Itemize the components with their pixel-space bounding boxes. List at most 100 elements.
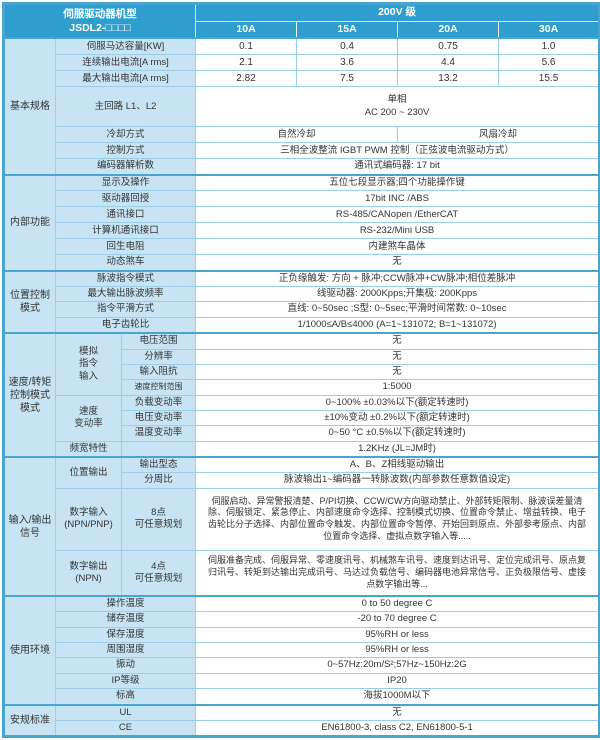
voltage-range-value: 无 xyxy=(195,332,600,350)
digital-output-functions: 伺服准备完成、伺服异常、零速度讯号、机械煞车讯号、速度到达讯号、定位完成讯号、原… xyxy=(195,549,600,597)
label-drive-feedback: 驱动器回授 xyxy=(54,190,197,208)
motor-capacity-10a: 0.1 xyxy=(195,37,298,56)
ambient-humidity-value: 95%RH or less xyxy=(195,642,600,659)
label-storage-temp: 储存温度 xyxy=(54,611,197,628)
storage-humidity-value: 95%RH or less xyxy=(195,626,600,644)
cont-current-15a: 3.6 xyxy=(296,54,399,72)
label-smoothing: 指令平滑方式 xyxy=(54,301,197,318)
digital-input-group: 数字输入 (NPN/PNP) xyxy=(55,487,122,551)
label-gear-ratio: 电子齿轮比 xyxy=(54,316,197,334)
cooling-natural-value: 自然冷却 xyxy=(195,126,399,144)
drive-feedback-value: 17bit INC /ABS xyxy=(195,190,600,208)
label-resolution: 分辨率 xyxy=(120,348,197,365)
temp-variation-value: 0~50 °C ±0.5%以下(额定转速时) xyxy=(195,425,600,442)
label-display-operation: 显示及操作 xyxy=(54,173,197,192)
label-storage-humidity: 保存湿度 xyxy=(54,626,197,644)
cooling-fan-value: 风扇冷却 xyxy=(397,126,600,144)
motor-capacity-20a: 0.75 xyxy=(397,37,500,56)
label-operating-temp: 操作温度 xyxy=(54,595,197,613)
label-max-pulse-freq: 最大输出脉波频率 xyxy=(54,286,197,303)
digital-input-points: 8点 可任意规划 xyxy=(120,487,197,551)
model-column-30a: 30A xyxy=(498,20,600,39)
label-main-circuit: 主回路 L1、L2 xyxy=(54,86,197,128)
label-motor-capacity: 伺服马达容量[KW] xyxy=(54,37,197,56)
section-title-speed-torque: 速度/转矩 控制模式 模式 xyxy=(3,332,56,458)
label-load-variation: 负载变动率 xyxy=(120,394,197,411)
label-encoder-resolution: 编码器解析数 xyxy=(54,158,197,176)
label-ul: UL xyxy=(54,703,197,721)
dynamic-brake-value: 无 xyxy=(195,254,600,272)
main-circuit-value: 单相 AC 200 ~ 230V xyxy=(195,86,600,128)
label-pc-interface: 计算机通讯接口 xyxy=(54,222,197,240)
pulse-command-mode-value: 正负缘触发: 方向 + 脉冲;CCW脉冲+CW脉冲;相位差脉冲 xyxy=(195,269,600,288)
analog-input-group: 模拟 指令 输入 xyxy=(55,332,122,396)
output-type-value: A、B、Z相线驱动输出 xyxy=(195,455,600,474)
gear-ratio-value: 1/1000≤A/B≤4000 (A=1~131072; B=1~131072) xyxy=(195,316,600,334)
label-ambient-humidity: 周围湿度 xyxy=(54,642,197,659)
label-bandwidth: 频宽特性 xyxy=(55,440,122,458)
section-title-io: 输入/输出 信号 xyxy=(3,455,56,597)
label-speed-control-range: 速度控制范围 xyxy=(120,379,197,396)
max-current-15a: 7.5 xyxy=(296,70,399,88)
digital-output-points: 4点 可任意规划 xyxy=(120,549,197,597)
smoothing-value: 直线: 0~50sec ;S型: 0~5sec;平滑时间常数: 0~10sec xyxy=(195,301,600,318)
section-title-position: 位置控制 模式 xyxy=(3,269,56,334)
model-column-15a: 15A xyxy=(296,20,399,39)
label-vibration: 振动 xyxy=(54,657,197,674)
label-output-type: 输出型态 xyxy=(120,455,197,474)
ip-rating-value: IP20 xyxy=(195,672,600,690)
label-max-current: 最大输出电流[A rms] xyxy=(54,70,197,88)
label-regen-resistor: 回生电阻 xyxy=(54,238,197,256)
max-current-30a: 15.5 xyxy=(498,70,600,88)
cont-current-30a: 5.6 xyxy=(498,54,600,72)
ul-value: 无 xyxy=(195,703,600,721)
division-ratio-value: 脉波输出1~编码器一转脉波数(内部参数任意数值设定) xyxy=(195,472,600,489)
label-dynamic-brake: 动态煞车 xyxy=(54,254,197,272)
bandwidth-sub-empty xyxy=(120,440,197,458)
encoder-resolution-value: 通讯式编码器: 17 bit xyxy=(195,158,600,176)
label-altitude: 标高 xyxy=(54,688,197,705)
section-title-safety: 安规标准 xyxy=(3,703,56,738)
control-method-value: 三相全波整流 IGBT PWM 控制（正弦波电流驱动方式） xyxy=(195,142,600,160)
vibration-value: 0~57Hz:20m/S²;57Hz~150Hz:2G xyxy=(195,657,600,674)
label-ce: CE xyxy=(54,719,197,738)
model-column-20a: 20A xyxy=(397,20,500,39)
motor-capacity-30a: 1.0 xyxy=(498,37,600,56)
label-pulse-command-mode: 脉波指令模式 xyxy=(54,269,197,288)
label-voltage-range: 电压范围 xyxy=(120,332,197,350)
input-impedance-value: 无 xyxy=(195,363,600,381)
storage-temp-value: -20 to 70 degree C xyxy=(195,611,600,628)
section-title-basic: 基本规格 xyxy=(3,37,56,176)
motor-capacity-15a: 0.4 xyxy=(296,37,399,56)
ce-value: EN61800-3, class C2, EN61800-5-1 xyxy=(195,719,600,738)
label-cooling: 冷却方式 xyxy=(54,126,197,144)
model-code: JSDL2-□□□□ xyxy=(69,22,131,35)
resolution-value: 无 xyxy=(195,348,600,365)
label-control-method: 控制方式 xyxy=(54,142,197,160)
label-temp-variation: 温度变动率 xyxy=(120,425,197,442)
max-current-10a: 2.82 xyxy=(195,70,298,88)
label-comm-interface: 通讯接口 xyxy=(54,206,197,224)
label-input-impedance: 输入阻抗 xyxy=(120,363,197,381)
section-title-internal: 内部功能 xyxy=(3,173,56,272)
speed-variation-group: 速度 变动率 xyxy=(55,394,122,442)
label-cont-current: 连续输出电流[A rms] xyxy=(54,54,197,72)
display-operation-value: 五位七段显示器;四个功能操作键 xyxy=(195,173,600,192)
cont-current-10a: 2.1 xyxy=(195,54,298,72)
cont-current-20a: 4.4 xyxy=(397,54,500,72)
voltage-variation-value: ±10%变动 ±0.2%以下(额定转速时) xyxy=(195,409,600,427)
operating-temp-value: 0 to 50 degree C xyxy=(195,595,600,613)
comm-interface-value: RS-485/CANopen /EtherCAT xyxy=(195,206,600,224)
voltage-class-header: 200V 级 xyxy=(195,3,600,22)
bandwidth-value: 1.2KHz (JL=JM时) xyxy=(195,440,600,458)
label-division-ratio: 分周比 xyxy=(120,472,197,489)
model-header-cell: 伺服驱动器机型 JSDL2-□□□□ xyxy=(2,3,197,39)
model-column-10a: 10A xyxy=(195,20,298,39)
position-output-group: 位置输出 xyxy=(55,455,122,489)
regen-resistor-value: 内建煞车晶体 xyxy=(195,238,600,256)
speed-control-range-value: 1:5000 xyxy=(195,379,600,396)
pc-interface-value: RS-232/Mini USB xyxy=(195,222,600,240)
label-voltage-variation: 电压变动率 xyxy=(120,409,197,427)
label-ip-rating: IP等级 xyxy=(54,672,197,690)
